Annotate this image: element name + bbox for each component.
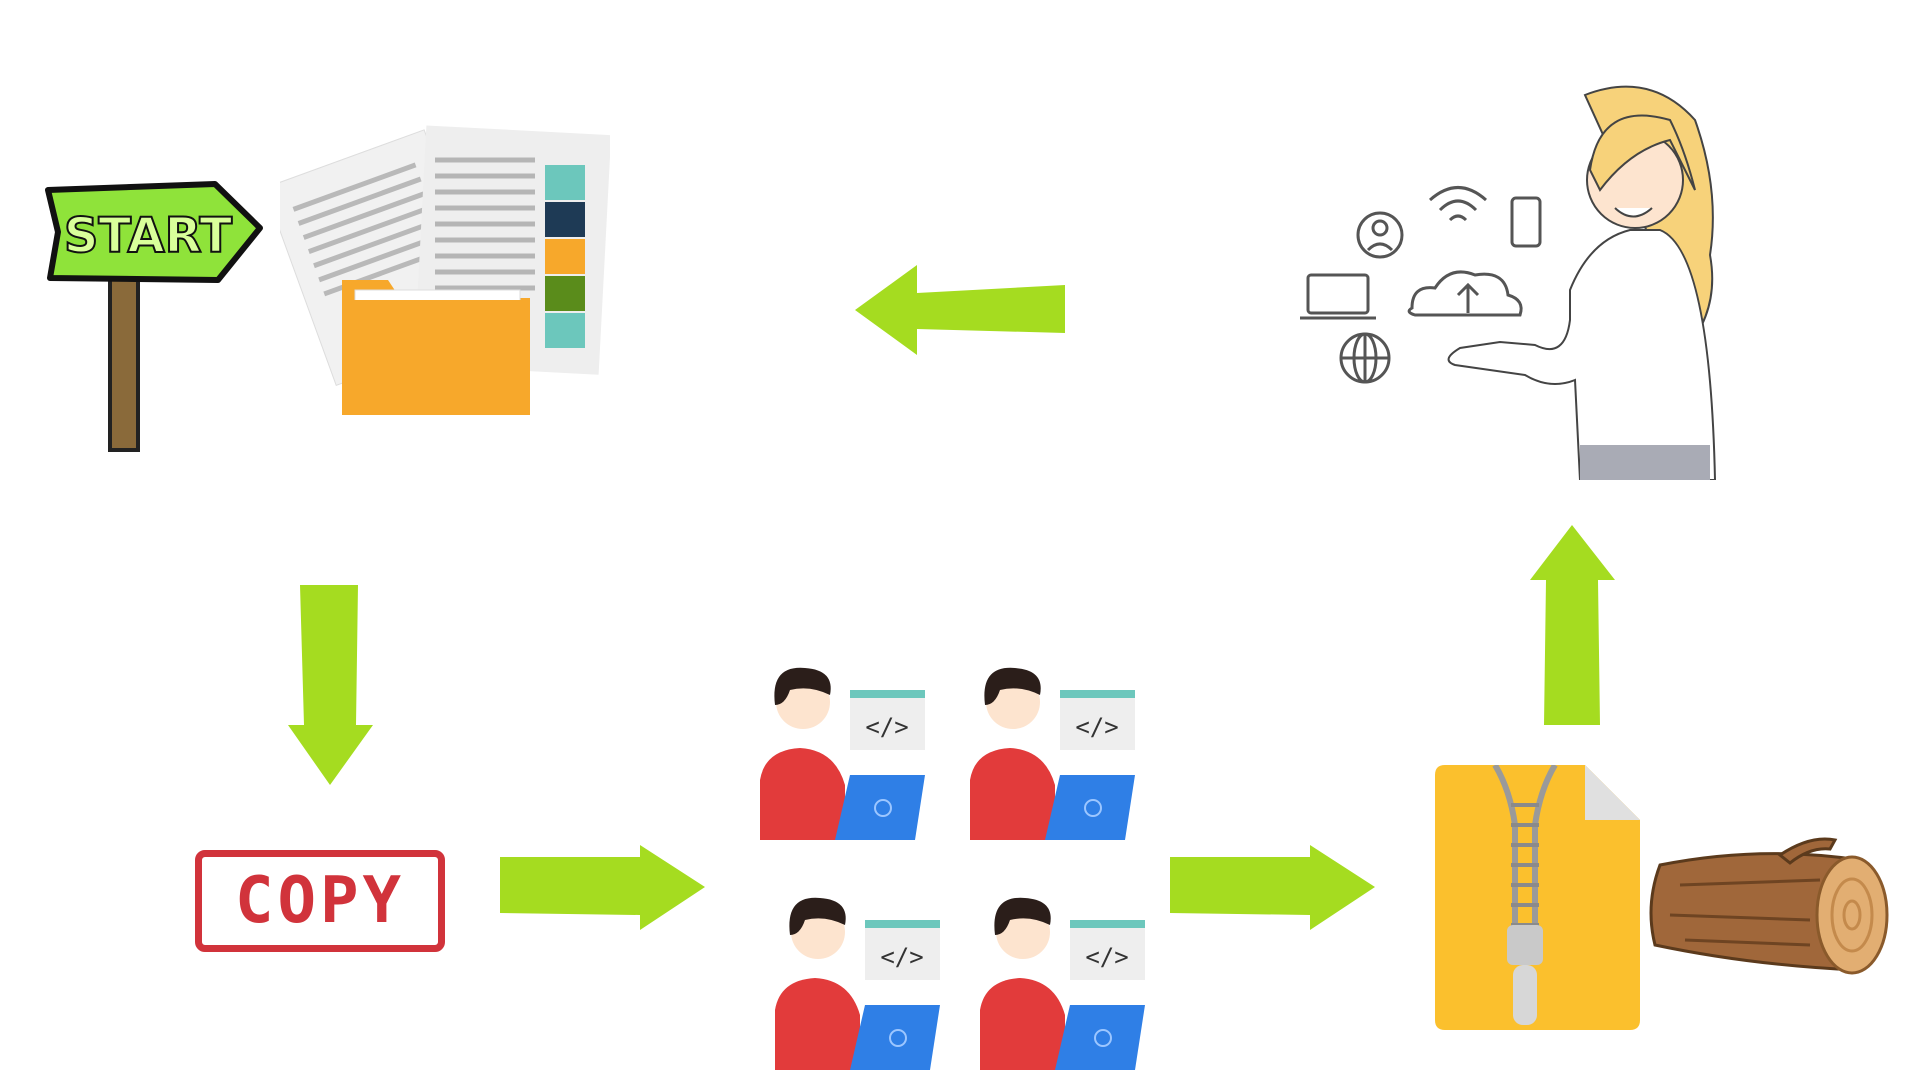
copy-stamp-icon: COPY [195,850,445,952]
start-sign-label: START [64,208,233,264]
arrow-right [500,845,705,930]
copy-stamp-label: COPY [234,864,406,938]
cloud-woman-icon [1300,85,1717,480]
developer-icon: </> [970,667,1135,840]
start-sign-icon: START [45,181,263,452]
code-label: </> [1075,713,1118,741]
log-icon [1649,837,1889,975]
arrow-down [288,585,373,785]
code-label: </> [1085,943,1128,971]
arrow-left [855,265,1065,355]
arrow-up [1530,525,1615,725]
developer-icon: </> [760,667,925,840]
arrow-right [1170,845,1375,930]
zip-file-icon [1435,765,1640,1030]
documents-folder-icon [280,125,610,415]
developer-icon: </> [775,897,940,1070]
code-label: </> [865,713,908,741]
code-label: </> [880,943,923,971]
developer-icon: </> [980,897,1145,1070]
